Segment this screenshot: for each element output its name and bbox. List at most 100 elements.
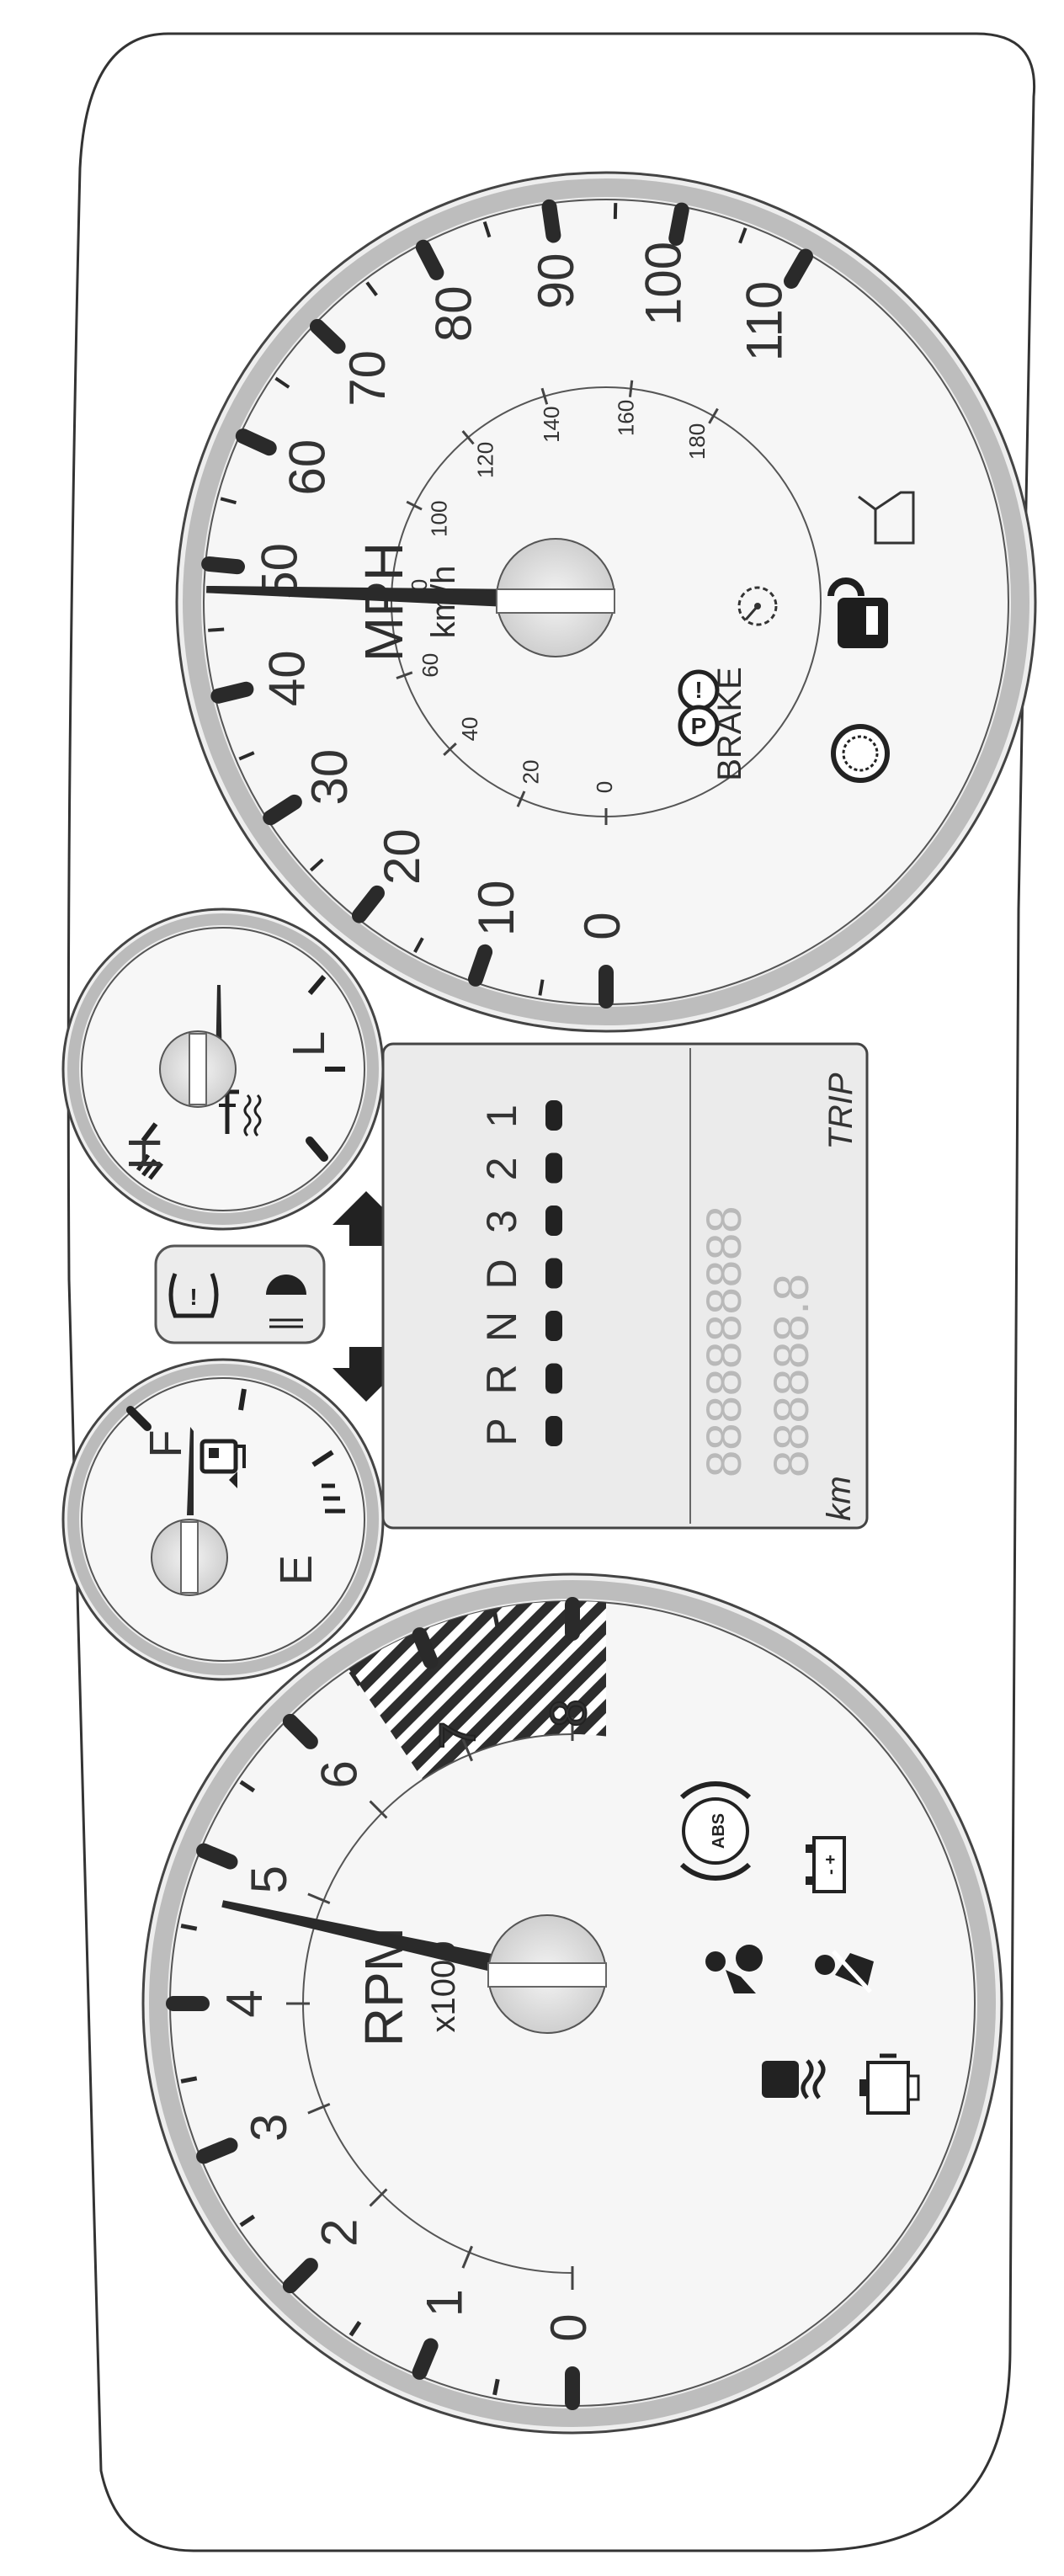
tachometer-tick: [492, 1611, 500, 1629]
mph-label: 110: [736, 281, 792, 362]
mph-label: 30: [301, 749, 358, 806]
temp-high-label: H: [120, 1137, 170, 1170]
tachometer-tick: [196, 2137, 238, 2164]
rpm-label: 3: [241, 2114, 297, 2142]
rpm-label: 6: [311, 1760, 368, 1788]
tachometer-inner-tick: [369, 2188, 388, 2207]
abs-warning-icon: ABS: [679, 1781, 752, 1881]
headlamp-icon: [266, 1275, 306, 1328]
speedometer-tick: [668, 202, 689, 246]
fuel-center-cap: [151, 1519, 228, 1596]
mph-label: 100: [636, 242, 692, 326]
kmh-label: 60: [418, 653, 443, 678]
gear-indicator-dot: [545, 1416, 562, 1446]
speedometer-ticks: [201, 199, 813, 1009]
rpm-label: 1: [417, 2289, 473, 2317]
tachometer-tick: [180, 2076, 198, 2084]
tachometer-tick: [196, 1843, 238, 1870]
fuel-needle: [187, 1427, 194, 1515]
mph-label: 40: [259, 650, 316, 706]
kmh-label: 160: [613, 400, 638, 436]
gear-label: P: [478, 1416, 525, 1445]
rpm-label: 2: [311, 2219, 368, 2247]
gear-indicator-dot: [545, 1152, 562, 1184]
tachometer-inner-tick: [461, 1738, 473, 1762]
gear-label: D: [478, 1257, 525, 1289]
brake-warning-icon: ! P: [678, 669, 720, 747]
tachometer-tick: [282, 2258, 318, 2294]
speedometer-tick: [309, 858, 324, 872]
kmh-label: 180: [684, 423, 710, 460]
speedometer-tick: [238, 751, 255, 761]
gear-label: 1: [478, 1103, 525, 1128]
tachometer-tick: [348, 1670, 362, 1687]
fuel-full-label: F: [141, 1430, 191, 1458]
trip-reset-knob-icon[interactable]: [831, 724, 890, 783]
fuel-pump-icon: [200, 1439, 246, 1488]
kmh-tick: [516, 790, 526, 807]
odometer-unit: km: [821, 1476, 858, 1520]
tire-pressure-icon: !: [168, 1273, 219, 1318]
speedometer-tick: [365, 281, 378, 296]
svg-text:!: !: [189, 1284, 197, 1310]
speedometer-tick: [309, 318, 346, 354]
abs-label: ABS: [710, 1813, 728, 1849]
tachometer-tick: [239, 2214, 256, 2227]
temperature-center-cap: [159, 1030, 237, 1108]
tachometer-needle: [221, 1900, 567, 1989]
tachometer-inner-tick: [461, 2245, 473, 2269]
rpm-label: 4: [216, 1989, 273, 2017]
speedometer-tick: [538, 979, 545, 996]
tachometer-tick: [492, 2378, 500, 2396]
gear-label: 3: [478, 1208, 525, 1233]
temp-hot-zone-mark: [136, 1153, 163, 1180]
battery-icon: - +: [806, 1836, 846, 1893]
odometer-segments-row2: 888888.8: [764, 1274, 819, 1477]
brake-label: BRAKE: [711, 667, 748, 781]
gear-label: 2: [478, 1156, 525, 1181]
tachometer-inner-tick: [307, 1892, 331, 1904]
gear-label: N: [478, 1310, 525, 1342]
tachometer-tick: [412, 2338, 439, 2380]
mph-label: 0: [574, 912, 630, 939]
odometer-segments-row1: 8888888888: [697, 1206, 752, 1477]
kmh-tick: [443, 742, 457, 756]
speedometer-tick: [413, 937, 424, 953]
traction-control-icon: [762, 2059, 826, 2100]
speedometer-tick: [274, 376, 290, 389]
speedometer-tick: [263, 794, 302, 826]
tachometer-tick: [412, 1627, 439, 1669]
airbag-icon: [705, 1945, 763, 1993]
kmh-tick: [406, 500, 423, 511]
mph-label: 80: [425, 285, 481, 342]
speedometer-tick: [784, 248, 813, 289]
gear-label: R: [478, 1362, 525, 1394]
speedometer-tick: [235, 428, 277, 456]
tachometer-redline-zone: [348, 1601, 606, 1780]
trip-mode-label: TRIP: [822, 1072, 859, 1149]
gear-indicator-dot: [545, 1311, 562, 1341]
rpm-label: 5: [241, 1865, 297, 1893]
fuel-empty-label: E: [271, 1555, 322, 1585]
kmh-tick: [461, 430, 475, 445]
kmh-label: 120: [472, 442, 497, 478]
kmh-tick: [628, 380, 634, 397]
gear-indicator-dot: [545, 1363, 562, 1394]
speedometer-tick: [208, 627, 225, 632]
svg-text:!: !: [694, 677, 702, 703]
fuel-low-zone-mark: [322, 1483, 345, 1514]
gear-indicator-dot: [545, 1100, 562, 1131]
kmh-label: 20: [519, 760, 544, 785]
door-ajar-icon: [858, 491, 915, 545]
speedometer-tick: [541, 199, 561, 243]
kmh-label: 140: [539, 407, 564, 443]
gear-indicator-dot: [545, 1258, 562, 1289]
tachometer-ticks: [166, 1597, 580, 2410]
svg-text:P: P: [691, 713, 707, 739]
